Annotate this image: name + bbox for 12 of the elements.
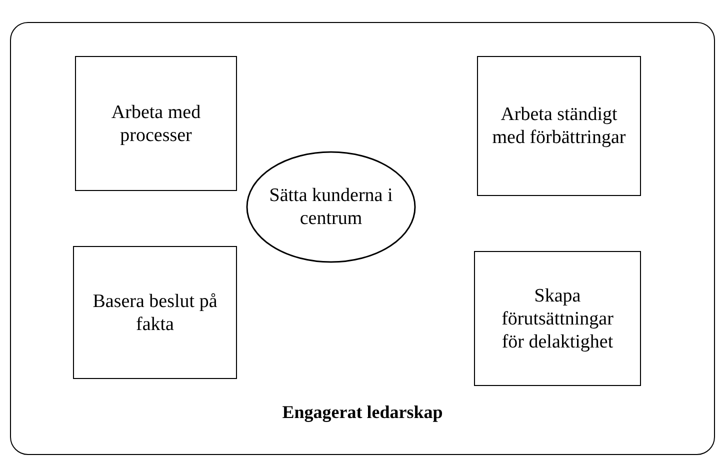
box xyxy=(477,56,641,196)
node-label: Basera beslut på fakta xyxy=(92,290,218,336)
frame-panel xyxy=(10,22,715,455)
node-label: Arbeta med processer xyxy=(110,100,202,146)
frame-title: Engagerat ledarskap xyxy=(281,401,444,424)
center-ellipse xyxy=(246,151,416,263)
node-label: Skapa förutsättningar för delaktighet xyxy=(500,284,614,353)
box xyxy=(75,56,237,191)
node-label: Arbeta ständigt med förbättringar xyxy=(492,103,626,149)
node-label: Sätta kunderna i centrum xyxy=(268,184,394,230)
box xyxy=(73,246,237,379)
box xyxy=(474,251,641,386)
